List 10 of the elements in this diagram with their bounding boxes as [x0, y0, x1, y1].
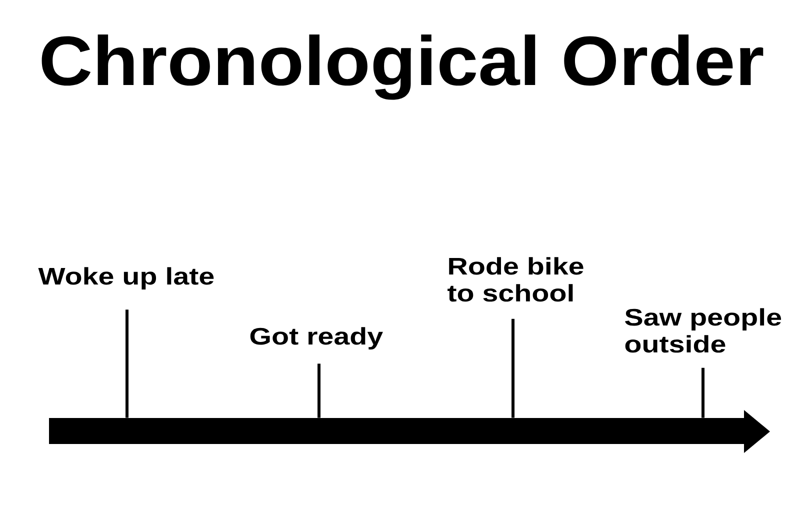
event-label: Woke up late — [38, 267, 214, 290]
event-label: Saw people outside — [625, 308, 782, 353]
leader-line — [512, 318, 514, 418]
leader-line — [318, 364, 320, 418]
leader-line — [126, 310, 128, 418]
leader-line — [702, 368, 704, 418]
timeline-arrow — [49, 410, 770, 453]
event-label: Got ready — [250, 327, 383, 350]
title: Chronological Order — [42, 34, 764, 100]
event-label: Rode bike to school — [448, 257, 584, 302]
